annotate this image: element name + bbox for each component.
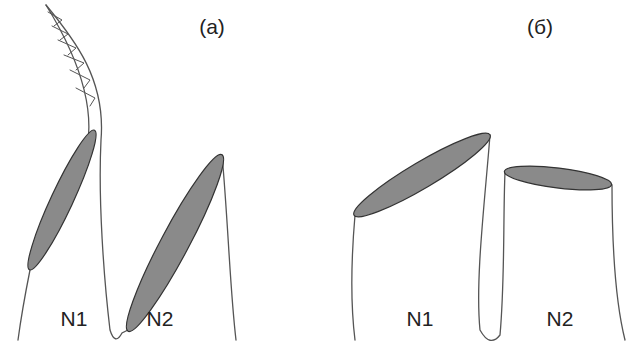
panel-label-box: (б) (527, 15, 553, 38)
panel-label: (а) (199, 15, 225, 38)
nucleus (19, 126, 104, 275)
cell-label: N1 (407, 307, 434, 330)
cell-wall (46, 5, 128, 339)
nucleus (347, 124, 496, 227)
cell-label-box: N1 (407, 307, 434, 330)
panel-label: (б) (527, 15, 553, 38)
cell-wall (18, 270, 30, 340)
cell-wall (612, 185, 625, 340)
cell-label: N2 (147, 307, 174, 330)
cell-wall (479, 135, 505, 340)
panel-label-box: (а) (199, 15, 225, 38)
cell-wall (222, 155, 236, 340)
apex-fibres (48, 12, 95, 106)
cell-label-box: N2 (547, 307, 574, 330)
cell-label: N1 (61, 307, 88, 330)
nucleus (116, 148, 235, 338)
cell-label-box: N1 (61, 307, 88, 330)
cell-apex (46, 5, 89, 160)
nucleus (503, 161, 613, 194)
cell-label: N2 (547, 307, 574, 330)
cell-label-box: N2 (147, 307, 174, 330)
cell-wall (352, 215, 355, 340)
